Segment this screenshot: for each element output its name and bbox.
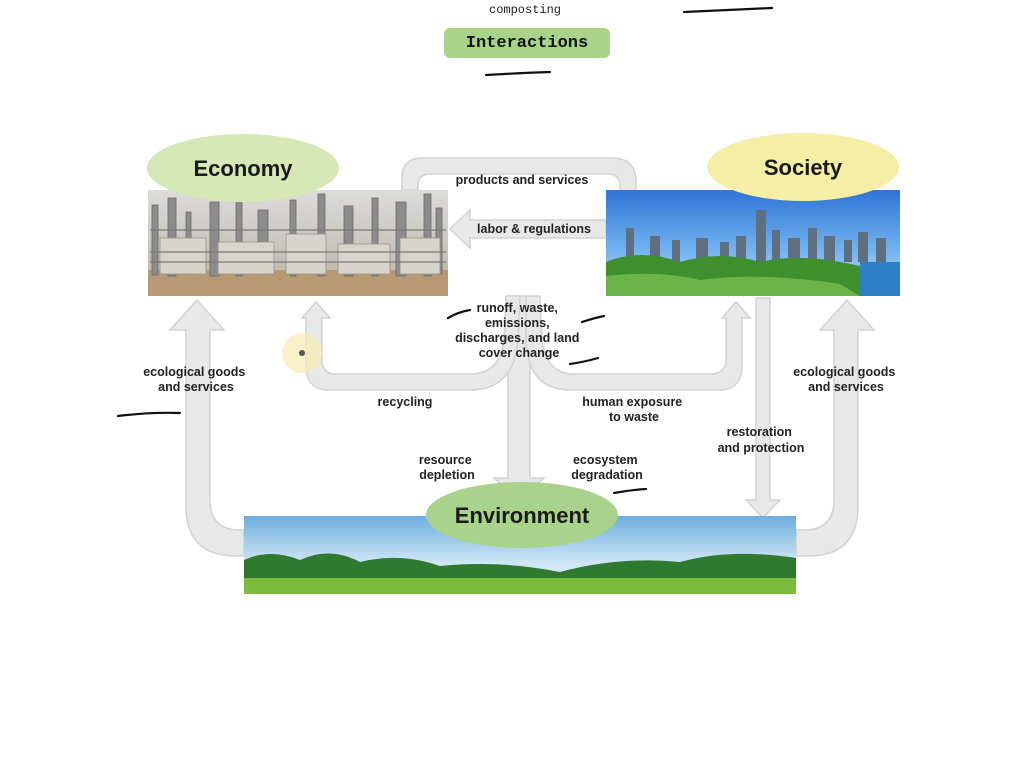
recycling-label: recycling (378, 395, 433, 409)
human-exposure-line-1: human exposure (582, 395, 682, 409)
society-image (606, 190, 900, 296)
environment-label: Environment (455, 503, 590, 528)
environment-image (244, 516, 796, 594)
resource-depletion-label: resource depletion (419, 453, 475, 482)
human-exposure-line-2: to waste (609, 410, 659, 424)
human-exposure-arrow (525, 295, 752, 391)
resource-depletion-line-2: depletion (419, 468, 475, 482)
labor-regulations-label: labor & regulations (477, 222, 591, 236)
runoff-label: runoff, waste, emissions, discharges, an… (455, 301, 583, 360)
ecological-goods-right-label: ecological goods and services (793, 365, 899, 394)
top-annotation-text: composting (489, 3, 562, 17)
ecological-goods-left-arrow (168, 298, 245, 557)
restoration-line-2: and protection (718, 441, 805, 455)
pen-annotations (116, 6, 774, 495)
runoff-line-4: cover change (479, 346, 560, 360)
runoff-line-1: runoff, waste, (477, 301, 558, 315)
pen-stroke-degradation (612, 487, 648, 495)
ecological-goods-right-arrow (795, 298, 876, 557)
pen-stroke-runoff-left (446, 308, 472, 320)
society-node: Society (707, 133, 899, 201)
ecological-goods-right-line-2: and services (808, 380, 884, 394)
title-text: Interactions (465, 33, 589, 53)
runoff-line-2: emissions, (485, 316, 550, 330)
ecological-goods-left-line-1: ecological goods (143, 365, 245, 379)
environment-node: Environment (426, 482, 618, 548)
ecological-goods-left-line-2: and services (158, 380, 234, 394)
ecological-goods-left-label: ecological goods and services (143, 365, 249, 394)
ecosystem-degradation-line-2: degradation (571, 468, 643, 482)
human-exposure-label: human exposure to waste (582, 395, 686, 424)
recycling-arrow (300, 295, 521, 391)
economy-label: Economy (193, 156, 293, 181)
restoration-arrow (744, 297, 782, 520)
pen-stroke-runoff-right (580, 314, 606, 324)
economy-node: Economy (147, 134, 339, 202)
pen-stroke-left (116, 411, 182, 418)
ecosystem-degradation-line-1: ecosystem (573, 453, 638, 467)
cursor-highlight (282, 333, 322, 373)
restoration-label: restoration and protection (718, 425, 805, 455)
economy-image (148, 190, 448, 296)
society-label: Society (764, 155, 843, 180)
restoration-line-1: restoration (727, 425, 792, 439)
labor-regulations-arrow (448, 208, 607, 250)
title-badge: Interactions (444, 28, 610, 58)
flow-arrows (168, 157, 876, 557)
pen-stroke-under-title (484, 70, 552, 77)
pen-stroke-top-right (682, 6, 774, 14)
ecological-goods-right-line-1: ecological goods (793, 365, 895, 379)
ecosystem-degradation-label: ecosystem degradation (571, 453, 643, 482)
products-services-label: products and services (456, 173, 589, 187)
resource-depletion-line-1: resource (419, 453, 472, 467)
pen-stroke-cover-change (568, 356, 600, 366)
runoff-line-3: discharges, and land (455, 331, 579, 345)
